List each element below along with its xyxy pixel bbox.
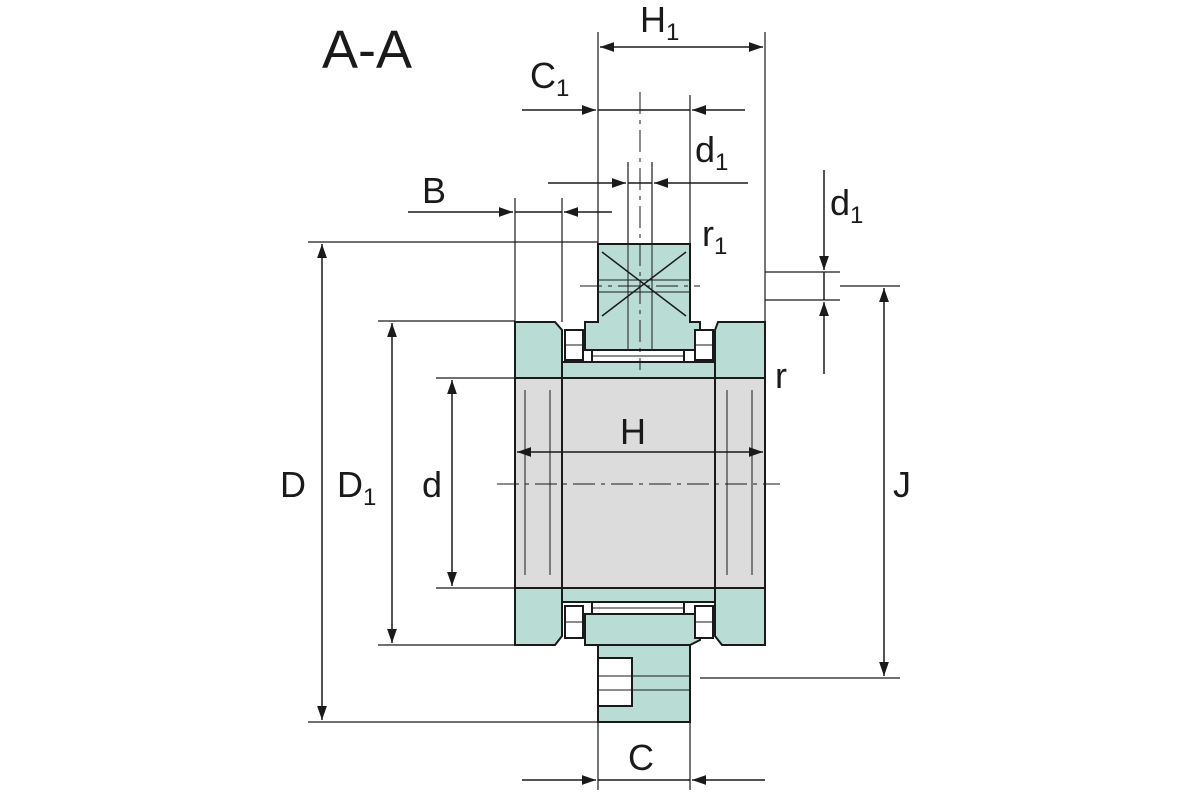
label-r1: r1 bbox=[702, 213, 727, 260]
label-C1: C1 bbox=[530, 55, 569, 102]
label-D: D bbox=[280, 464, 306, 505]
center-lines bbox=[497, 92, 780, 485]
dimension-arrows bbox=[317, 42, 889, 785]
lower-ring-section bbox=[514, 587, 766, 723]
label-d: d bbox=[422, 464, 442, 505]
label-J: J bbox=[893, 464, 911, 505]
extension-lines bbox=[308, 32, 900, 790]
upper-ring-section bbox=[514, 243, 766, 379]
label-C: C bbox=[628, 737, 654, 778]
label-D1: D1 bbox=[337, 464, 376, 511]
label-B: B bbox=[422, 170, 446, 211]
section-title: A-A bbox=[322, 20, 412, 80]
inner-bore-area bbox=[514, 377, 766, 589]
label-r: r bbox=[775, 355, 787, 396]
label-d1-right: d1 bbox=[830, 182, 863, 229]
label-H1: H1 bbox=[640, 0, 679, 46]
label-H: H bbox=[620, 411, 646, 452]
label-d1-top: d1 bbox=[695, 129, 728, 176]
